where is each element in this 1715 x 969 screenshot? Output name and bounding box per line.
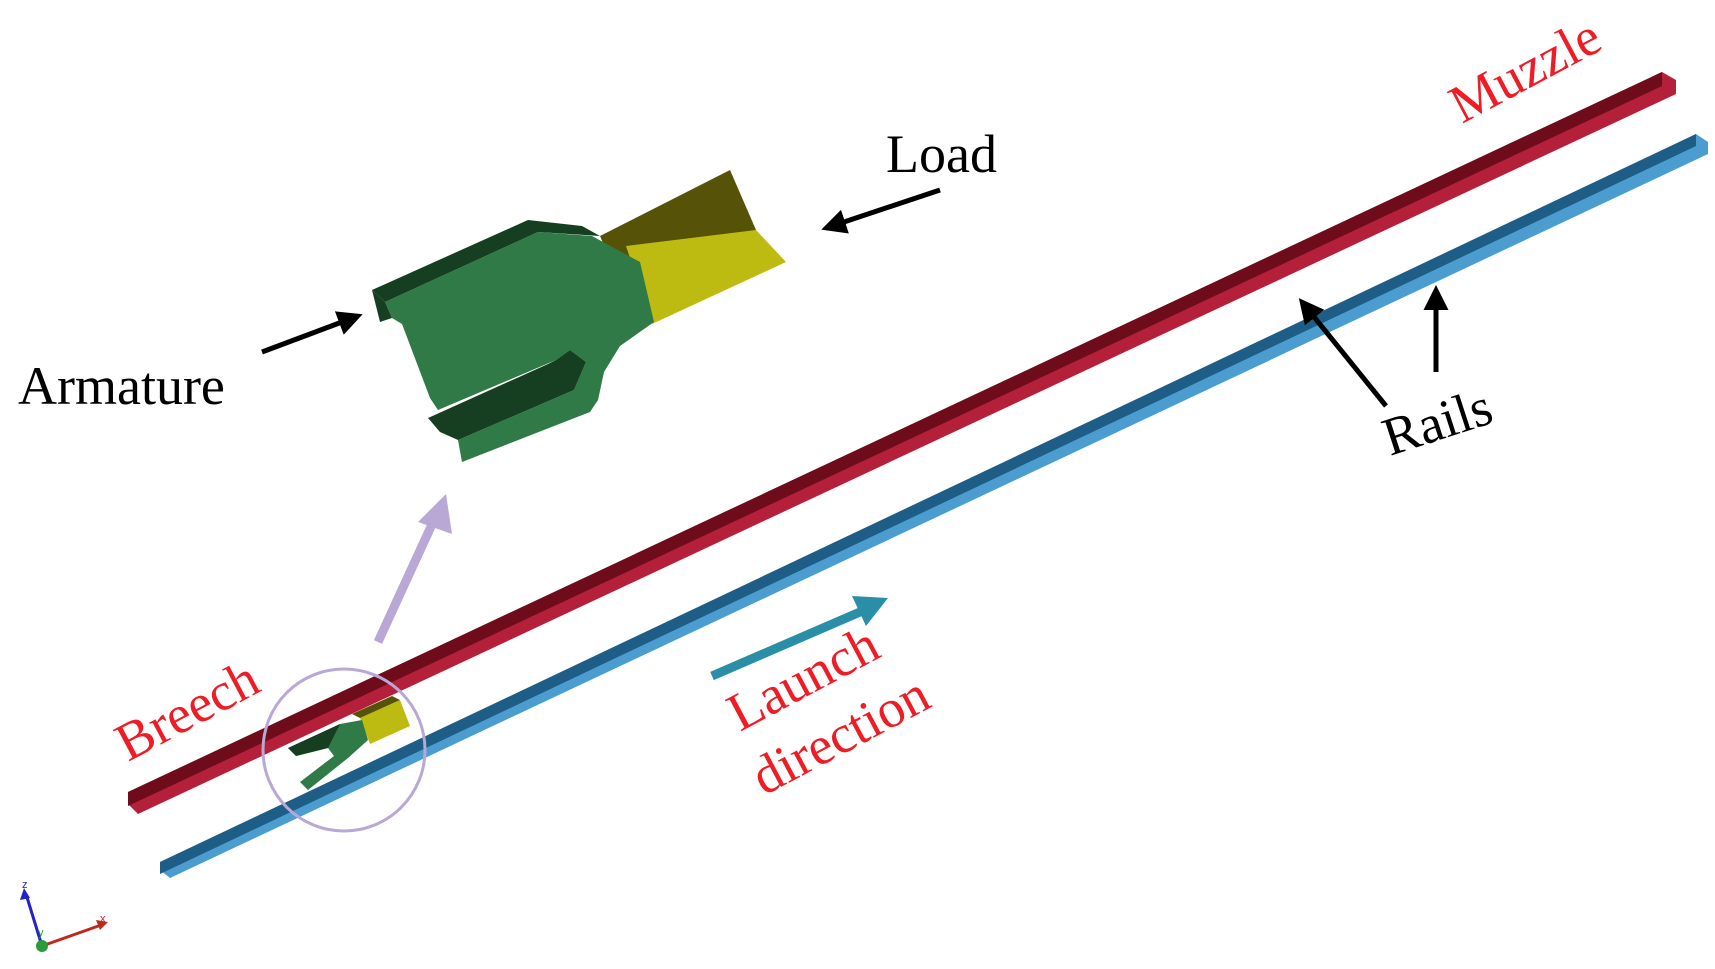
triad-origin	[36, 940, 48, 952]
rails-pointer-arrow-1	[1298, 298, 1388, 408]
armature-inner-face	[428, 350, 586, 440]
load-front-face	[626, 230, 786, 324]
z-axis-label: z	[22, 879, 28, 891]
armature-label: Armature	[18, 356, 225, 416]
callout-arrow	[373, 494, 452, 644]
y-axis-label: y	[38, 927, 44, 939]
load-pointer-arrow	[821, 187, 941, 234]
armature-prong-tip	[372, 290, 392, 322]
x-axis-label: x	[100, 913, 106, 925]
x-axis-line	[41, 922, 105, 948]
armature-top-face	[372, 220, 600, 302]
rails-label: Rails	[1375, 376, 1499, 467]
armature-fork	[372, 220, 654, 462]
lower-rail	[160, 134, 1708, 878]
small-armature-shadow	[288, 724, 340, 756]
lower-rail-side-face	[160, 134, 1696, 874]
load-label: Load	[886, 124, 997, 184]
axis-triad: x y z	[20, 879, 108, 952]
armature-front-face	[385, 232, 654, 462]
upper-rail	[128, 72, 1676, 814]
upper-rail-side-face	[128, 72, 1662, 806]
armature-pointer-arrow	[261, 311, 363, 355]
launch-direction-arrow	[710, 596, 888, 681]
callout-circle	[261, 667, 427, 833]
small-armature	[288, 720, 368, 790]
small-load-side	[352, 696, 400, 718]
small-armature-assembly	[288, 696, 410, 790]
z-axis-line	[24, 893, 44, 947]
small-load	[360, 700, 410, 744]
